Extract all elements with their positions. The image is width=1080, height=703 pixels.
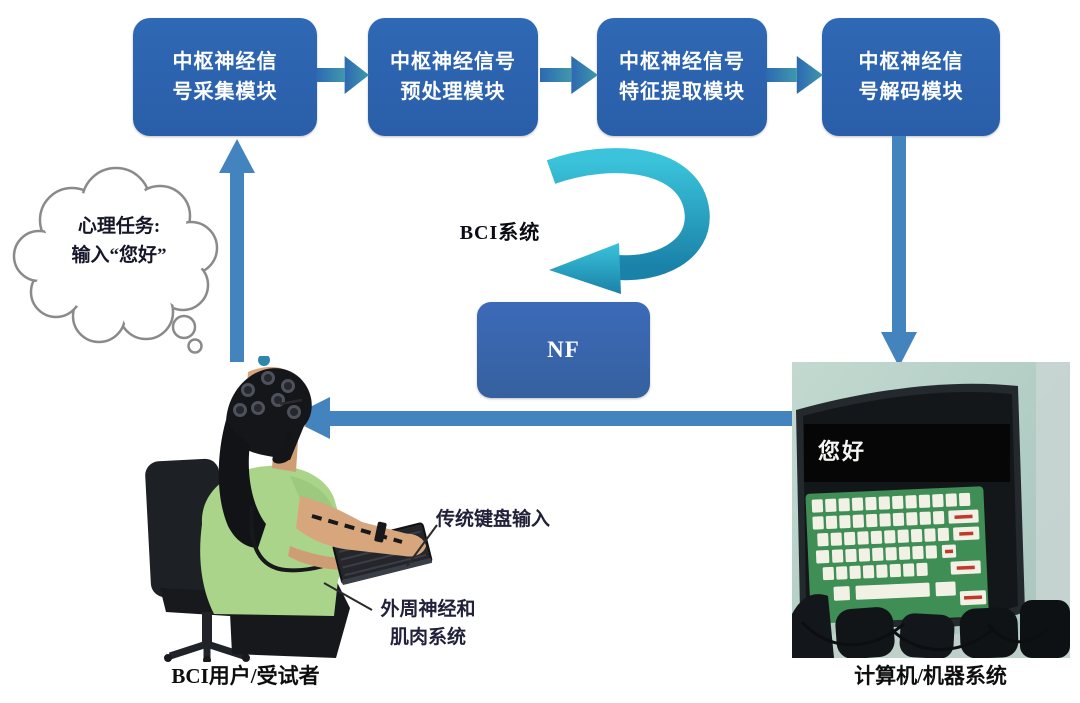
chairs-silhouette-icon: [792, 594, 1070, 658]
computer-caption: 计算机/机器系统: [854, 664, 1007, 688]
annotation-lines-icon: [323, 524, 438, 611]
module-label: 中枢神经信号解码模块: [858, 51, 964, 103]
user-caption: BCI用户/受试者: [171, 664, 320, 688]
bci-loop-swoosh-arrow-icon: [546, 148, 710, 294]
computer-photo: 您好: [792, 362, 1070, 658]
hair: [218, 420, 266, 548]
screen-output-text: 您好: [818, 439, 867, 464]
bci-system-label: BCI系统: [459, 222, 541, 244]
eeg-electrodes-icon: [233, 371, 301, 419]
keyboard-input-label: 传统键盘输入: [436, 509, 551, 530]
peripheral-system-label: 外周神经和肌肉系统: [380, 599, 476, 648]
module-label: 中枢神经信号预处理模块: [390, 51, 516, 103]
bci-user-photo: [145, 356, 433, 662]
flow-arrow-right-1-icon: [316, 56, 369, 94]
nf-label: NF: [547, 337, 580, 362]
mental-task-text: 心理任务:输入“您好”: [71, 216, 167, 267]
wristband-icon: [374, 521, 387, 543]
arm: [296, 496, 416, 556]
module-box-decoding: 中枢神经信号解码模块: [822, 18, 1000, 136]
signal-up-arrow-icon: [219, 139, 255, 362]
curved-monitor-icon: [792, 362, 1070, 658]
module-label: 中枢神经信号采集模块: [172, 51, 278, 103]
module-label: 中枢神经信号特征提取模块: [619, 51, 745, 103]
module-box-acquisition: 中枢神经信号采集模块: [133, 18, 317, 136]
output-down-arrow-icon: [881, 136, 917, 367]
nf-box: NF: [477, 302, 650, 398]
thought-cloud-icon: [12, 166, 219, 354]
module-box-preprocessing: 中枢神经信号预处理模块: [368, 18, 538, 136]
glasses-icon: [279, 398, 303, 406]
virtual-keyboard-icon: [805, 486, 989, 624]
flow-arrow-right-2-icon: [540, 56, 598, 94]
flow-arrow-right-3-icon: [766, 56, 823, 94]
module-box-feature-extraction: 中枢神经信号特征提取模块: [597, 18, 767, 136]
